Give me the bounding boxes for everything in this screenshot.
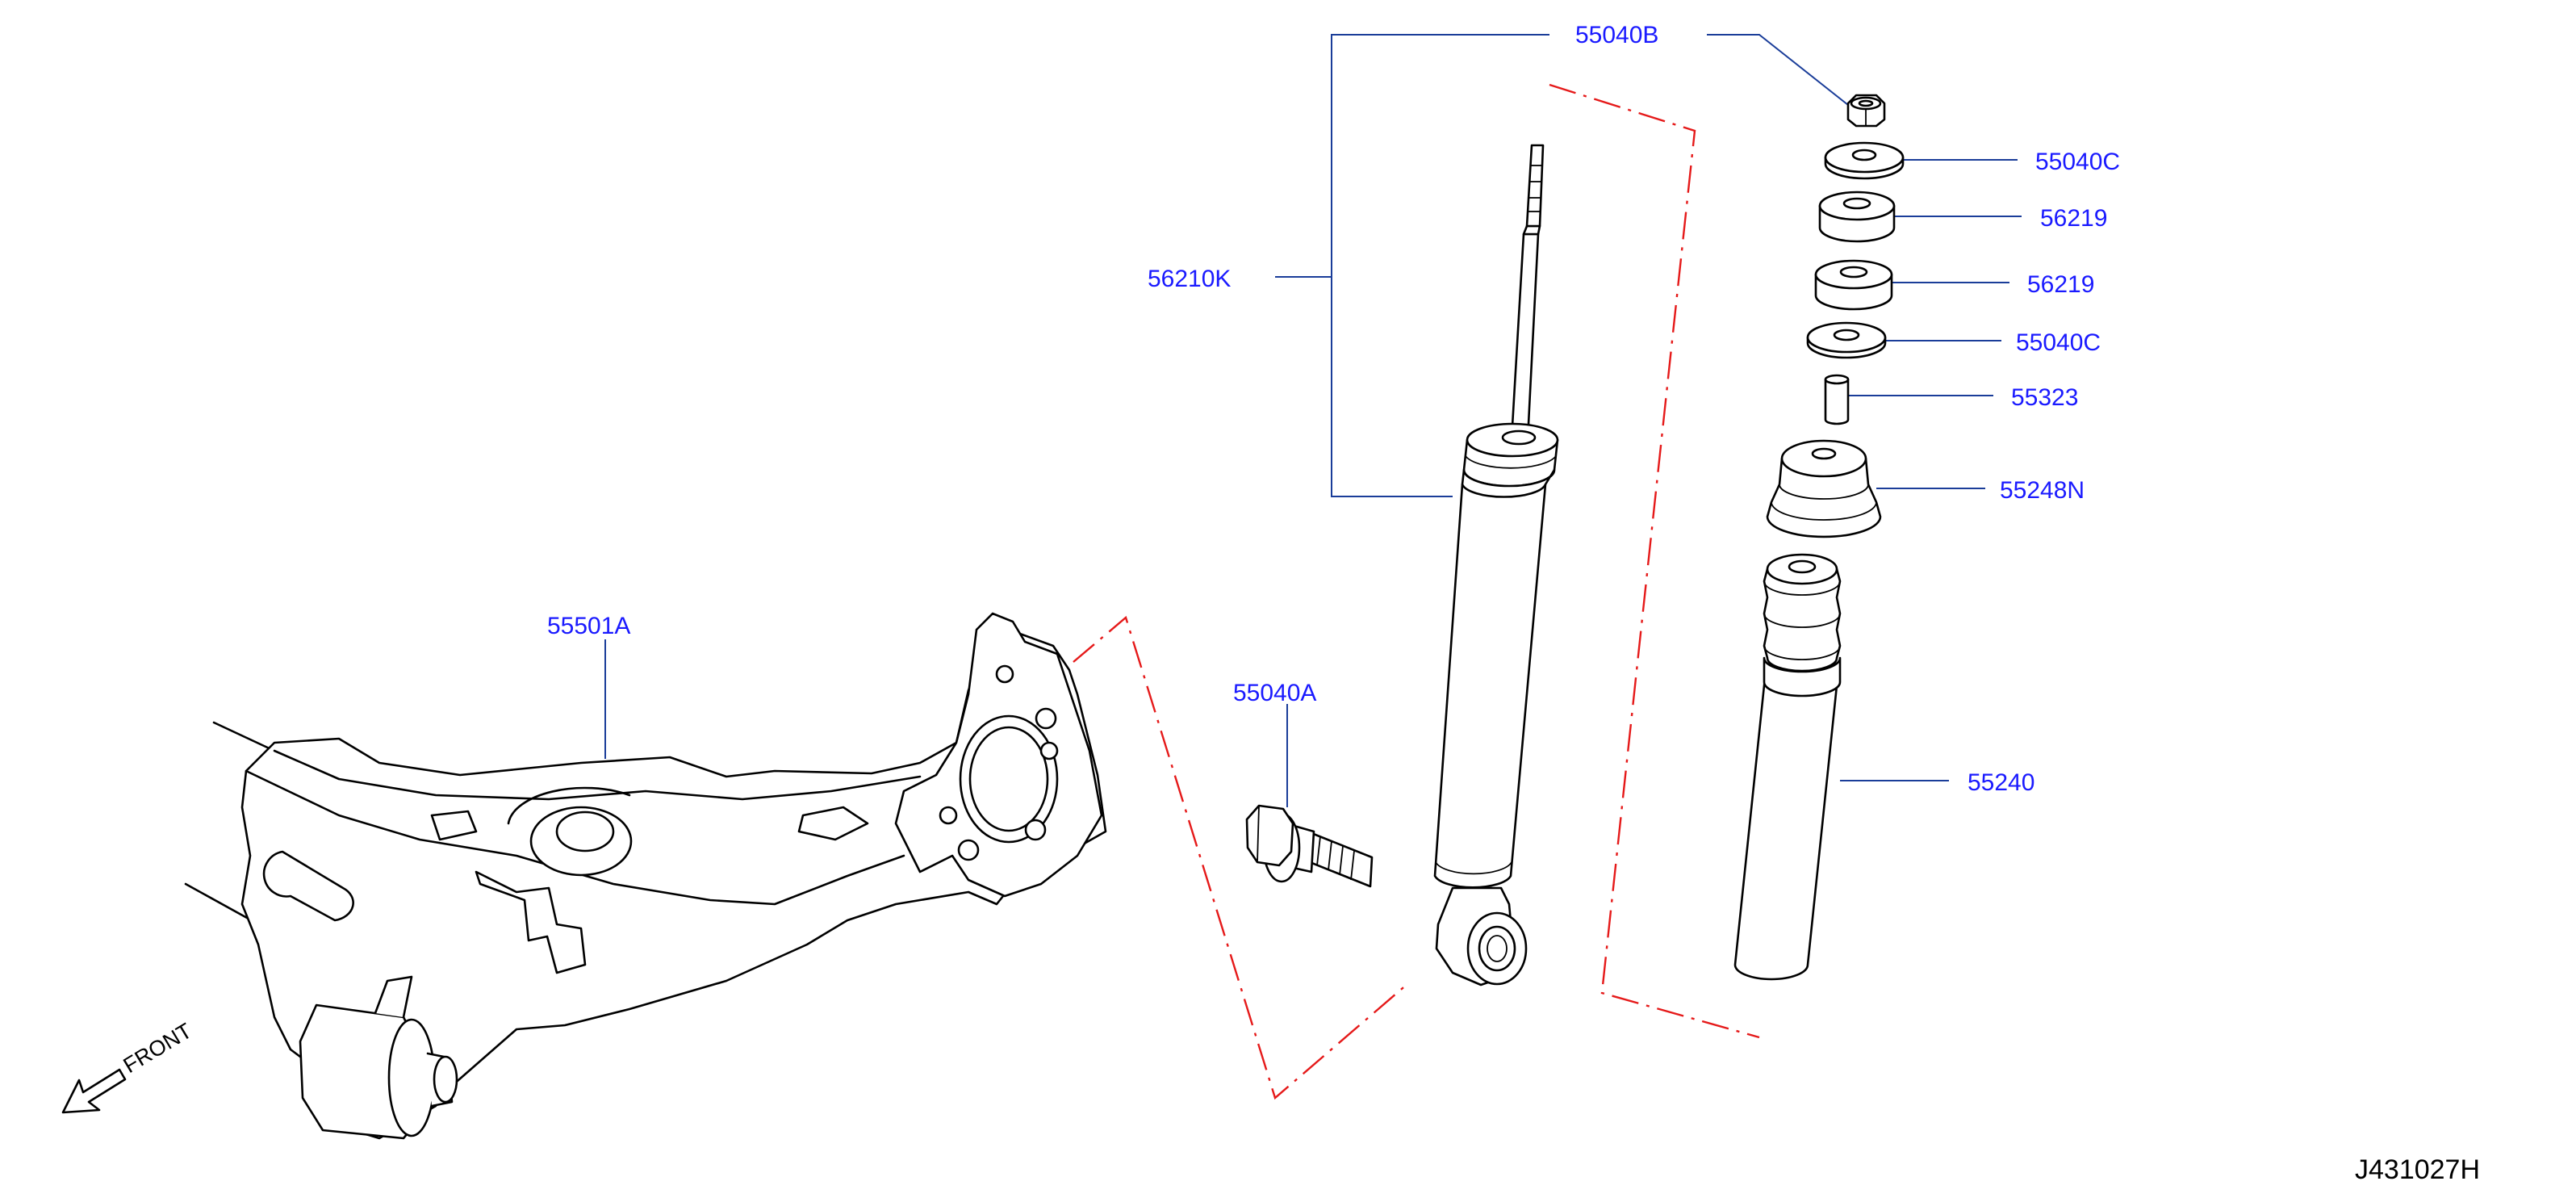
label-nut[interactable]: 55040B <box>1575 22 1658 48</box>
mount-seat-drawing <box>1766 439 1882 538</box>
bushing-lower-drawing <box>1814 259 1893 311</box>
collar-drawing <box>1824 374 1850 425</box>
label-washer-upper[interactable]: 55040C <box>2035 149 2120 175</box>
label-collar[interactable]: 55323 <box>2011 384 2078 411</box>
bound-bumper-drawing <box>1733 553 1842 981</box>
label-shock-absorber[interactable]: 56210K <box>1148 266 1231 292</box>
shock-absorber-drawing <box>1433 144 1559 986</box>
leader-lines <box>604 34 2022 807</box>
label-bushing-upper[interactable]: 56219 <box>2040 205 2107 232</box>
label-bushing-lower[interactable]: 56219 <box>2027 271 2094 298</box>
rear-beam-drawing <box>184 612 1107 1140</box>
drawing-code: J431027H <box>2355 1154 2480 1185</box>
phantom-lines <box>1073 83 1760 1100</box>
upper-mount-stack <box>1766 94 1905 538</box>
front-direction-label: FRONT <box>119 1019 196 1079</box>
leader-shock-absorber <box>1331 34 1549 497</box>
front-arrow-icon <box>61 1068 127 1114</box>
washer-upper-drawing <box>1824 141 1905 180</box>
label-mount-seat[interactable]: 55248N <box>2000 477 2085 504</box>
label-washer-lower[interactable]: 55040C <box>2016 329 2101 356</box>
phantom-line-upper <box>1549 83 1760 1039</box>
washer-lower-drawing <box>1806 321 1887 359</box>
nut-drawing <box>1846 94 1886 128</box>
mounting-bolt-drawing <box>1245 804 1374 888</box>
front-arrow: FRONT <box>61 1019 196 1114</box>
phantom-line-lower <box>1073 615 1409 1100</box>
callout-labels: 55040B 55040C 56219 56219 55040C 55323 5… <box>547 22 2120 796</box>
leader-nut <box>1707 34 1849 106</box>
label-rear-beam[interactable]: 55501A <box>547 613 630 639</box>
label-bound-bumper[interactable]: 55240 <box>1968 769 2034 796</box>
label-mounting-bolt[interactable]: 55040A <box>1233 680 1316 706</box>
bushing-upper-drawing <box>1818 191 1896 243</box>
